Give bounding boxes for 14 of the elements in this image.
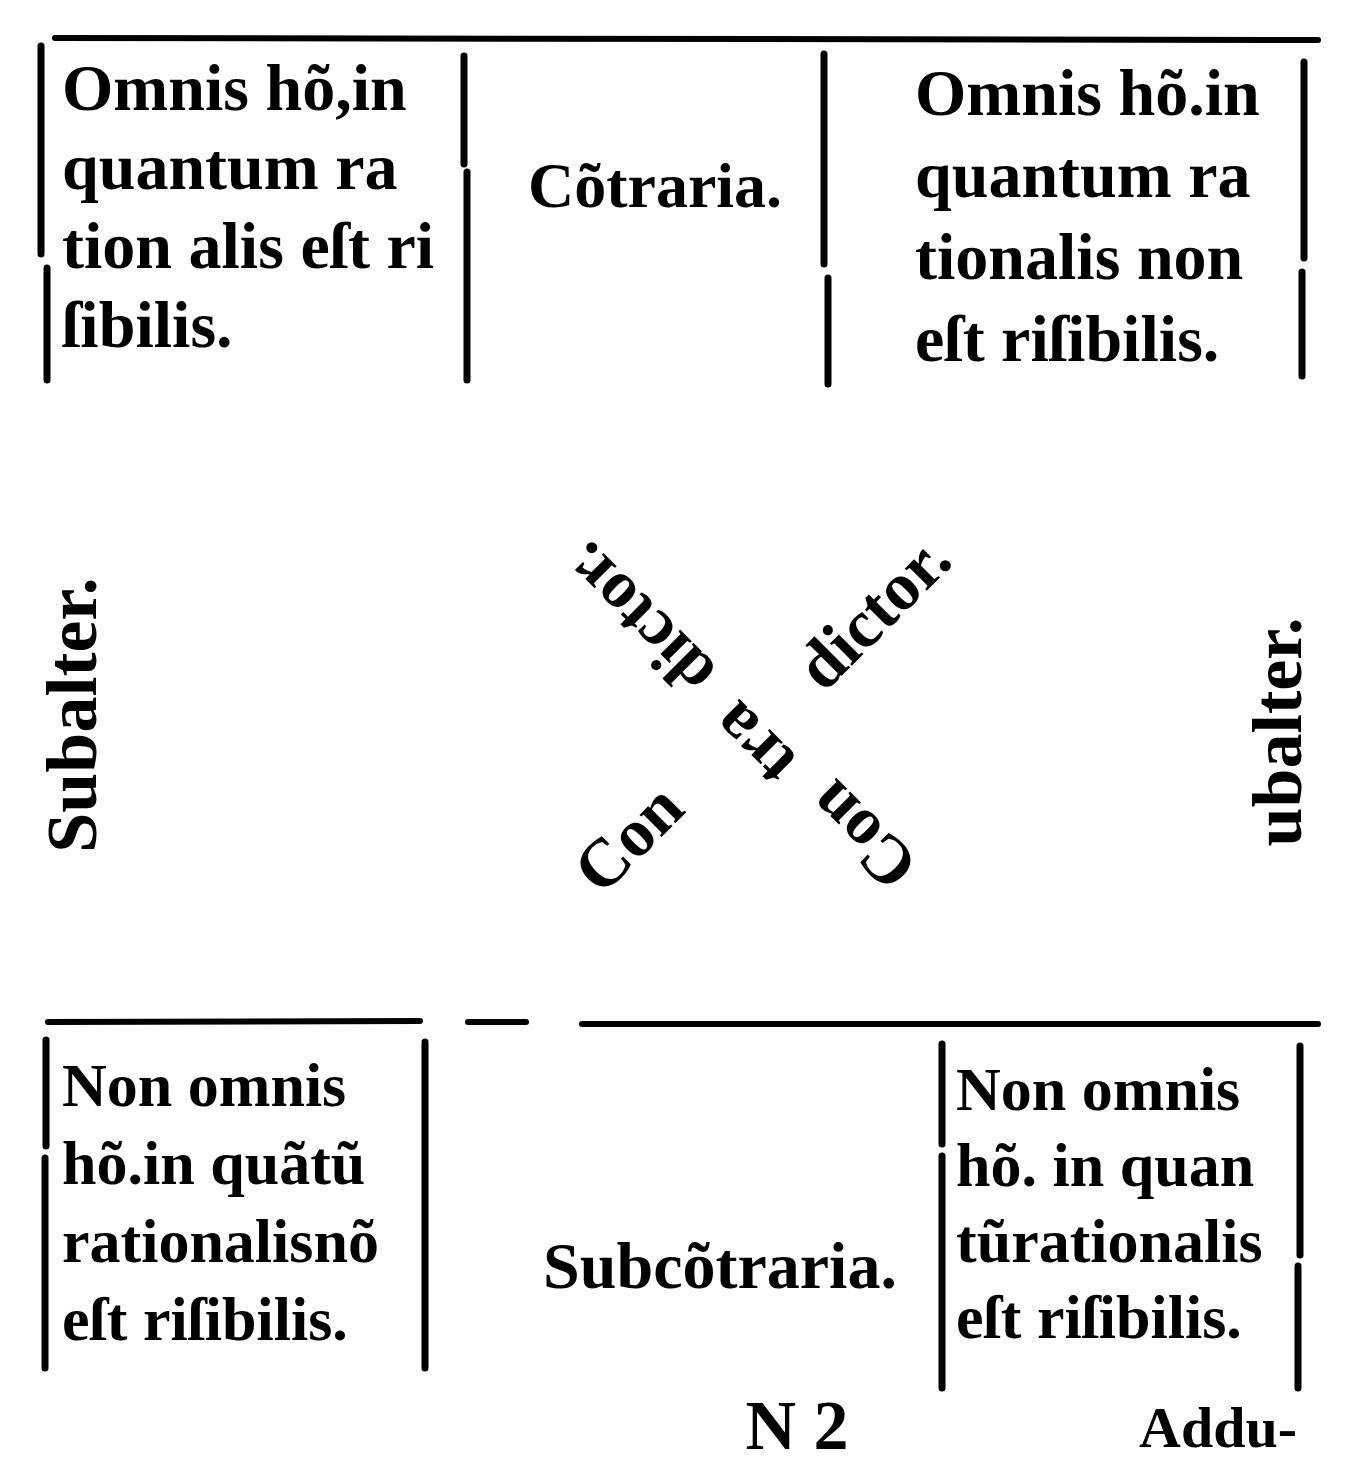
relation-label: Cõtraria.	[527, 154, 783, 218]
catchword: Addu-	[1139, 1399, 1297, 1457]
relation-label: ubalter.	[1243, 617, 1313, 847]
relation-label: Con	[561, 771, 695, 905]
statement-box	[936, 1040, 1306, 1392]
statement-text: Omnis hõ.in quantum ra tionalis non eſt riſibilis.	[915, 55, 1261, 377]
signature-mark: N 2	[745, 1391, 849, 1461]
statement-text: Non omnis hõ. in quan tũrationalis eſt riſibilis.	[956, 1054, 1264, 1353]
statement-text: Non omnis hõ.in quãtũ rationalisnõ eſt riſibilis.	[62, 1050, 380, 1355]
statement-box	[40, 1036, 432, 1372]
relation-label: Subalter.	[36, 577, 108, 853]
statement-box	[36, 42, 472, 384]
statement-text: Omnis hõ,in quantum ra tion alis eſt ri ſibilis.	[62, 50, 436, 363]
relation-label: Subcõtraria.	[543, 1233, 897, 1299]
